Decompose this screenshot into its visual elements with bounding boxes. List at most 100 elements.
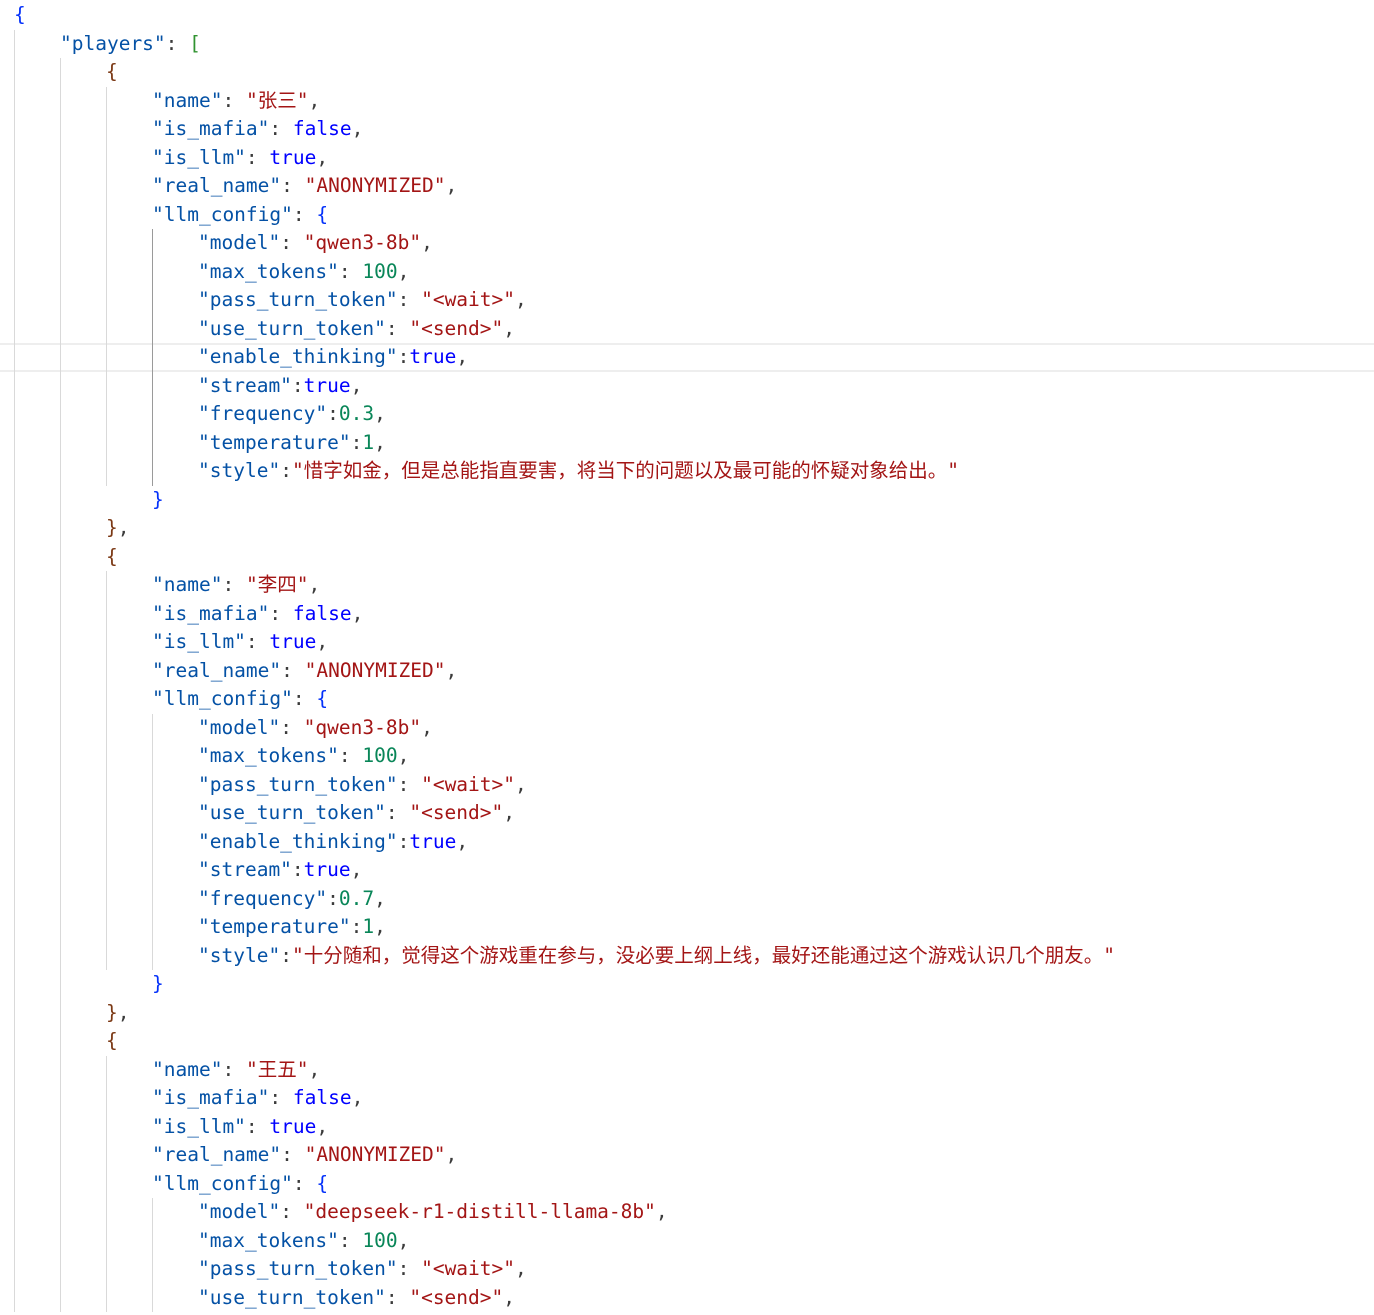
code-line[interactable]: "stream":true, — [0, 372, 1374, 401]
code-line[interactable]: } — [0, 486, 1374, 515]
code-content: "frequency":0.7, — [198, 885, 386, 914]
code-line[interactable]: "name": "张三", — [0, 87, 1374, 116]
str-quote: " — [296, 1057, 309, 1081]
code-line[interactable]: "use_turn_token": "<send>", — [0, 315, 1374, 344]
code-line[interactable]: "temperature":1, — [0, 913, 1374, 942]
json-key: "stream" — [198, 858, 292, 881]
str-quote: " — [644, 1200, 656, 1223]
code-line[interactable]: "is_llm": true, — [0, 144, 1374, 173]
brace: } — [106, 1000, 118, 1024]
brace: { — [316, 687, 329, 710]
str-quote: " — [245, 1057, 258, 1081]
json-key: "temperature" — [198, 430, 351, 454]
json-key: "pass_turn_token" — [198, 772, 398, 796]
code-line[interactable]: "model": "qwen3-8b", — [0, 714, 1374, 743]
code-line[interactable]: "llm_config": { — [0, 201, 1374, 230]
code-line[interactable]: "is_llm": true, — [0, 628, 1374, 657]
code-line[interactable]: "llm_config": { — [0, 685, 1374, 714]
json-string-value: 十分随和，觉得这个游戏重在参与，没必要上纲上线，最好还能通过这个游戏认识几个朋友… — [303, 943, 1104, 967]
code-line[interactable]: "style":"十分随和，觉得这个游戏重在参与，没必要上纲上线，最好还能通过这… — [0, 942, 1374, 971]
code-line[interactable]: "real_name": "ANONYMIZED", — [0, 172, 1374, 201]
code-line[interactable]: } — [0, 970, 1374, 999]
code-line[interactable]: "max_tokens": 100, — [0, 742, 1374, 771]
str-quote: " — [304, 658, 317, 682]
code-content: "stream":true, — [198, 856, 362, 885]
code-line[interactable]: "pass_turn_token": "<wait>", — [0, 771, 1374, 800]
code-line[interactable]: { — [0, 1027, 1374, 1056]
code-content: "max_tokens": 100, — [198, 1227, 409, 1256]
bracket: [ — [189, 31, 201, 55]
code-content: "is_mafia": false, — [152, 115, 363, 144]
punctuation: : — [350, 915, 363, 938]
str-quote: " — [491, 801, 504, 824]
code-line[interactable]: "frequency":0.7, — [0, 885, 1374, 914]
code-content: "enable_thinking":true, — [198, 828, 468, 857]
punctuation: , — [456, 345, 469, 368]
punctuation: , — [350, 858, 363, 881]
punctuation: , — [445, 658, 458, 682]
punctuation: : — [292, 687, 317, 710]
code-line[interactable]: "llm_config": { — [0, 1170, 1374, 1199]
punctuation: : — [292, 202, 317, 226]
code-line[interactable]: "is_mafia": false, — [0, 600, 1374, 629]
code-line[interactable]: "pass_turn_token": "<wait>", — [0, 1255, 1374, 1284]
indent-guide — [152, 713, 153, 970]
json-boolean-value: true — [303, 858, 351, 881]
code-line[interactable]: "max_tokens": 100, — [0, 258, 1374, 287]
code-content: "use_turn_token": "<send>", — [198, 1284, 515, 1313]
punctuation: : — [280, 459, 292, 482]
json-key: "style" — [198, 459, 281, 482]
code-line[interactable]: "real_name": "ANONYMIZED", — [0, 657, 1374, 686]
code-line[interactable]: "style":"惜字如金，但是总能指直要害，将当下的问题以及最可能的怀疑对象给… — [0, 457, 1374, 486]
code-line[interactable]: "model": "qwen3-8b", — [0, 229, 1374, 258]
indent-guide — [60, 58, 61, 1312]
code-line[interactable]: "temperature":1, — [0, 429, 1374, 458]
code-line[interactable]: { — [0, 58, 1374, 87]
code-line[interactable]: "is_llm": true, — [0, 1113, 1374, 1142]
code-line[interactable]: "enable_thinking":true, — [0, 343, 1374, 372]
str-quote: " — [303, 715, 316, 739]
code-line[interactable]: "real_name": "ANONYMIZED", — [0, 1141, 1374, 1170]
code-line[interactable]: "name": "李四", — [0, 571, 1374, 600]
str-quote: " — [303, 1200, 316, 1223]
code-line[interactable]: "players": [ — [0, 30, 1374, 59]
json-string-value: deepseek-r1-distill-llama-8b — [315, 1200, 645, 1223]
json-string-value: <send> — [421, 316, 492, 340]
code-line[interactable]: "name": "王五", — [0, 1056, 1374, 1085]
code-line[interactable]: "max_tokens": 100, — [0, 1227, 1374, 1256]
code-line[interactable]: "model": "deepseek-r1-distill-llama-8b", — [0, 1198, 1374, 1227]
punctuation: : — [281, 174, 305, 197]
code-line[interactable]: { — [0, 1, 1374, 30]
code-line[interactable]: "enable_thinking":true, — [0, 828, 1374, 857]
json-boolean-value: true — [409, 829, 457, 853]
json-key: "llm_config" — [152, 687, 293, 710]
json-string-value: 王五 — [257, 1057, 297, 1081]
code-line[interactable]: "pass_turn_token": "<wait>", — [0, 286, 1374, 315]
code-line[interactable]: "stream":true, — [0, 856, 1374, 885]
code-line[interactable]: "use_turn_token": "<send>", — [0, 1284, 1374, 1313]
code-line[interactable]: "use_turn_token": "<send>", — [0, 799, 1374, 828]
code-line[interactable]: "is_mafia": false, — [0, 115, 1374, 144]
brace: { — [106, 1029, 118, 1052]
punctuation: , — [445, 174, 458, 197]
json-string-value: <wait> — [432, 288, 504, 311]
json-string-value: 张三 — [257, 88, 297, 112]
punctuation: , — [117, 1000, 130, 1024]
code-line[interactable]: { — [0, 543, 1374, 572]
indent-guide — [106, 1055, 107, 1312]
punctuation: , — [397, 744, 410, 767]
json-key: "llm_config" — [152, 1171, 293, 1195]
code-line[interactable]: }, — [0, 514, 1374, 543]
str-quote: " — [245, 573, 258, 596]
punctuation: : — [385, 801, 410, 824]
str-quote: " — [433, 1143, 446, 1166]
punctuation: : — [222, 1057, 246, 1081]
str-quote: " — [409, 715, 422, 739]
punctuation: , — [117, 516, 130, 539]
code-line[interactable]: "is_mafia": false, — [0, 1084, 1374, 1113]
code-line[interactable]: "frequency":0.3, — [0, 400, 1374, 429]
code-line[interactable]: }, — [0, 999, 1374, 1028]
json-key: "pass_turn_token" — [198, 288, 398, 311]
json-key: "real_name" — [152, 1143, 282, 1166]
